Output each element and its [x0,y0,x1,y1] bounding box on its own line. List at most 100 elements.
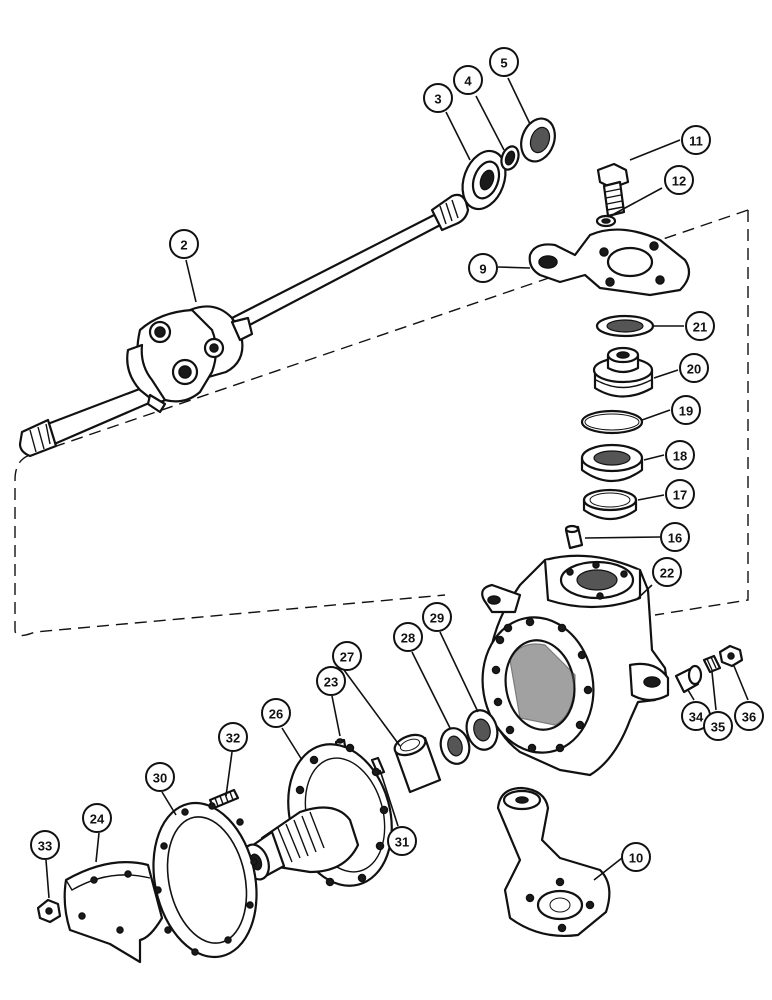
kingpin-cap-part-20 [592,346,654,398]
callout-circle [621,842,651,872]
bearing-part-3 [461,149,507,211]
callout-number: 5 [500,56,507,71]
callout-number: 27 [340,650,354,665]
callout-number: 35 [711,720,725,735]
nut-part-33 [36,898,62,924]
callout-number: 29 [430,611,444,626]
callout-circle [665,440,695,470]
callout-number: 36 [742,710,756,725]
callout-number: 17 [673,488,687,503]
nut-part-36 [718,644,744,668]
callout-circle [393,622,423,652]
callout-circle [387,826,417,856]
plug-part-34 [674,664,703,694]
callout-circle [685,311,715,341]
callout-circle [82,803,112,833]
callout-26: 26 [261,698,291,728]
callout-circle [734,701,764,731]
callout-circle [422,602,452,632]
callout-23: 23 [316,666,346,696]
callout-number: 4 [464,74,472,89]
callout-circle [316,666,346,696]
cover-part-24 [63,861,164,964]
steering-knuckle-part-22 [481,554,670,777]
o-ring-part-19 [580,409,644,435]
callout-circle [423,83,453,113]
callout-number: 16 [668,531,682,546]
callout-circle [665,479,695,509]
callout-number: 3 [434,92,441,107]
callout-11: 11 [681,125,711,155]
hub-spindle-part-26 [242,743,393,887]
leader-lines [45,77,749,899]
callout-number: 20 [687,362,701,377]
callout-number: 34 [689,710,704,725]
callout-circle [681,125,711,155]
bearing-part-28 [439,727,471,765]
assembly-dashed-line [14,209,749,637]
callout-circle [261,698,291,728]
callout-circle [218,722,248,752]
callout-9: 9 [468,253,498,283]
callout-circle [652,557,682,587]
callout-number: 18 [673,449,687,464]
axle-shaft-assembly [18,193,470,458]
bearing-part-18 [580,443,644,482]
callout-number: 21 [693,320,707,335]
callout-number: 33 [38,839,52,854]
washer-part-12 [595,214,617,228]
callout-number: 32 [226,731,240,746]
callout-number: 12 [672,174,686,189]
callout-17: 17 [665,479,695,509]
callout-labels: 2345910111216171819202122232426272829303… [30,47,764,872]
callout-circle [453,65,483,95]
callout-number: 31 [395,835,409,850]
callout-number: 28 [401,631,415,646]
callout-circle [664,165,694,195]
callout-31: 31 [387,826,417,856]
callout-12: 12 [664,165,694,195]
callout-3: 3 [423,83,453,113]
callout-30: 30 [145,762,175,792]
callout-2: 2 [169,229,199,259]
callout-29: 29 [422,602,452,632]
callout-10: 10 [621,842,651,872]
callout-28: 28 [393,622,423,652]
callout-circle [468,253,498,283]
stud-part-35 [702,654,722,674]
callout-circle [30,830,60,860]
callout-32: 32 [218,722,248,752]
callout-circle [679,353,709,383]
callout-4: 4 [453,65,483,95]
callout-19: 19 [671,395,701,425]
callout-number: 11 [689,134,703,149]
callout-number: 10 [629,851,643,866]
callout-number: 22 [660,566,674,581]
callout-35: 35 [703,711,733,741]
pin-part-16 [564,524,584,550]
callout-circle [169,229,199,259]
callout-number: 19 [679,404,693,419]
bushing-part-27 [393,733,442,794]
callout-circle [489,47,519,77]
callout-circle [671,395,701,425]
callout-number: 9 [479,262,486,277]
callout-5: 5 [489,47,519,77]
gasket-part-30 [152,801,258,959]
callout-27: 27 [332,641,362,671]
callout-18: 18 [665,440,695,470]
callout-24: 24 [82,803,112,833]
shim-part-21 [595,314,655,338]
steering-arm-part-9 [528,228,691,297]
steering-arm-part-10 [496,786,611,937]
callout-16: 16 [660,522,690,552]
callout-21: 21 [685,311,715,341]
callout-36: 36 [734,701,764,731]
ring-part-4 [500,145,520,171]
callout-33: 33 [30,830,60,860]
callout-number: 2 [180,238,187,253]
callout-circle [703,711,733,741]
seal-part-5 [520,117,556,163]
callout-number: 24 [90,812,105,827]
